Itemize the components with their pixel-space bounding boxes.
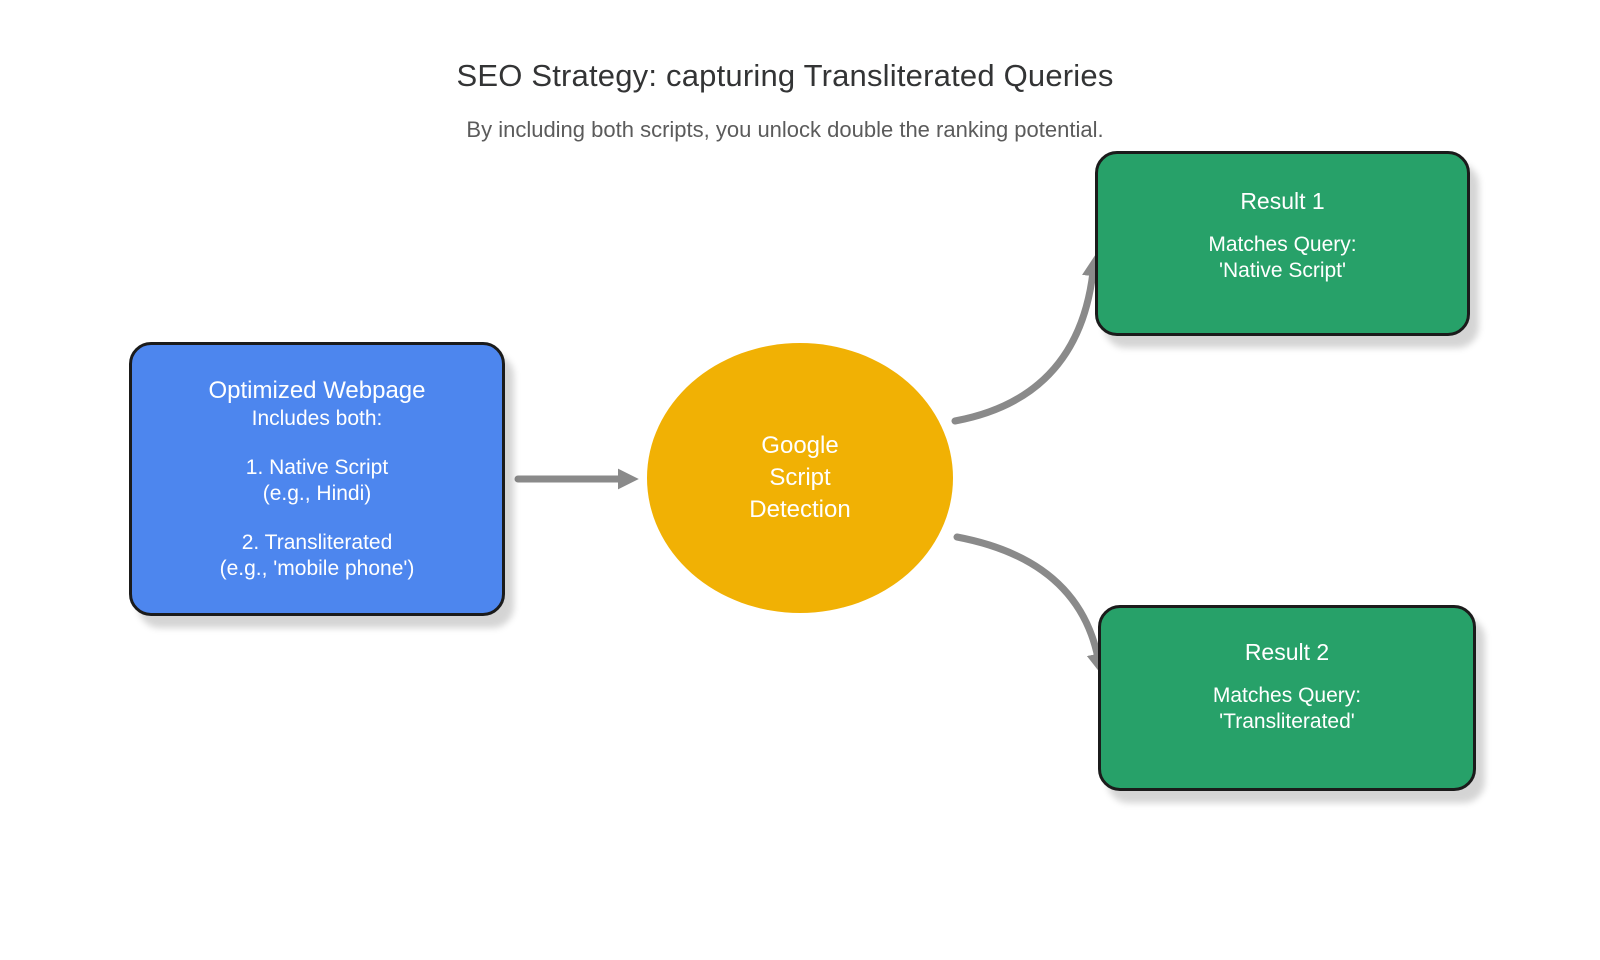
result2-title: Result 2	[1244, 639, 1330, 665]
webpage-item1-line2: (e.g., Hindi)	[262, 482, 372, 505]
detection-label-line2: Script	[769, 464, 831, 491]
result2-line2: 'Transliterated'	[1219, 710, 1355, 733]
detection-label-line1: Google	[761, 432, 839, 459]
result1-line2: 'Native Script'	[1218, 259, 1347, 282]
optimized-webpage-node: Optimized Webpage Includes both: 1. Nati…	[129, 342, 505, 616]
detection-label-line3: Detection	[749, 496, 851, 523]
webpage-node-title: Optimized Webpage	[208, 377, 426, 404]
detection-node-label: Google Script Detection	[749, 430, 850, 526]
result1-body: Matches Query: 'Native Script'	[1098, 232, 1467, 284]
page-title: SEO Strategy: capturing Transliterated Q…	[456, 58, 1114, 93]
webpage-item2-line1: 2. Transliterated	[241, 531, 393, 554]
result2-line1: Matches Query:	[1212, 684, 1362, 707]
page-subtitle: By including both scripts, you unlock do…	[466, 117, 1104, 142]
arrow-detection-to-result1	[951, 255, 1103, 425]
result2-node: Result 2 Matches Query: 'Transliterated'	[1098, 605, 1476, 791]
webpage-item2-line2: (e.g., 'mobile phone')	[219, 557, 415, 580]
webpage-node-subtitle: Includes both:	[251, 407, 383, 430]
webpage-item1-line1: 1. Native Script	[245, 456, 389, 479]
google-script-detection-node: Google Script Detection	[647, 343, 953, 613]
result1-line1: Matches Query:	[1208, 233, 1357, 256]
result1-node: Result 1 Matches Query: 'Native Script'	[1095, 151, 1470, 336]
arrow-detection-to-result2	[953, 533, 1108, 675]
result1-title: Result 1	[1240, 188, 1325, 214]
result2-body: Matches Query: 'Transliterated'	[1101, 683, 1473, 735]
